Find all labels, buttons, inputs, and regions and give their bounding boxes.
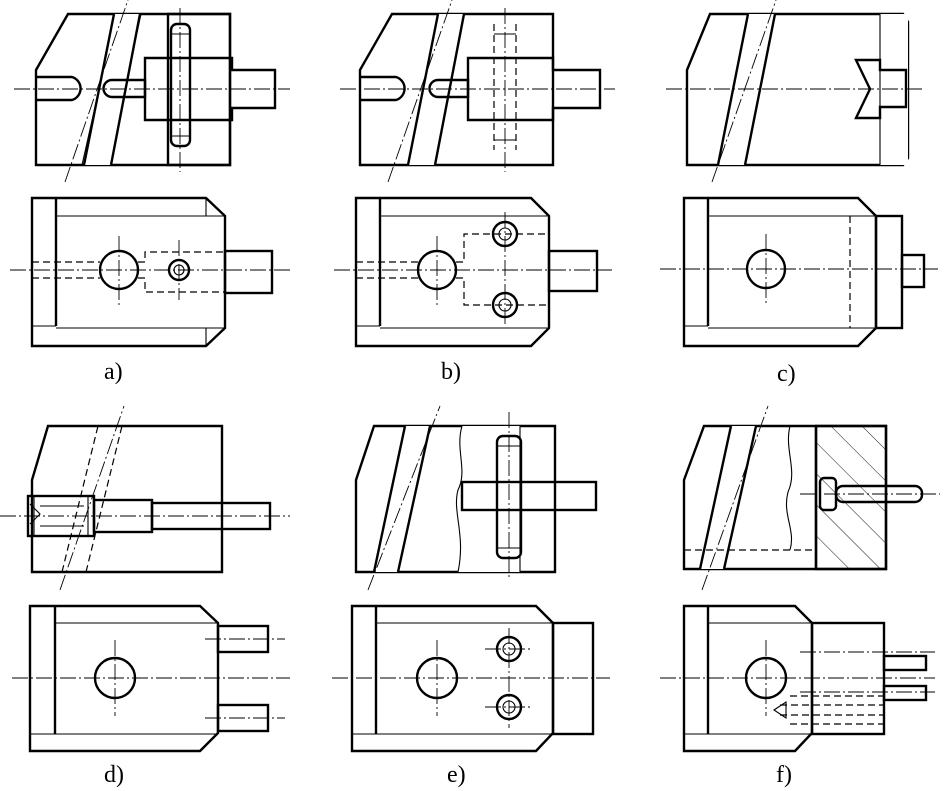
figure-f-label: f): [776, 762, 792, 788]
figure-b-section-view: [340, 0, 615, 183]
figure-d-label: d): [104, 762, 124, 788]
figure-b-label: b): [441, 359, 461, 385]
figure-c-section-view: [666, 0, 925, 183]
figure-e-label: e): [447, 762, 466, 788]
figure-b-plan-view: [334, 196, 612, 348]
figure-d-section-view: [0, 405, 290, 591]
figure-e-plan-view: [332, 604, 610, 753]
figure-b: b): [334, 0, 615, 385]
figure-a: a): [10, 0, 290, 385]
figure-e: e): [332, 405, 610, 788]
figure-d-plan-view: [12, 604, 290, 753]
figure-a-plan-view: [10, 196, 290, 348]
figure-c: c): [660, 0, 938, 387]
figure-d: d): [0, 405, 290, 788]
figure-a-section-view: [14, 0, 290, 183]
figure-f: f): [660, 405, 940, 788]
figure-a-label: a): [104, 359, 123, 385]
figure-c-plan-view: [660, 196, 938, 348]
figure-e-section-view: [354, 405, 598, 591]
figure-f-plan-view: [660, 604, 935, 753]
figure-c-label: c): [777, 361, 796, 387]
figure-f-section-view: [682, 405, 940, 591]
